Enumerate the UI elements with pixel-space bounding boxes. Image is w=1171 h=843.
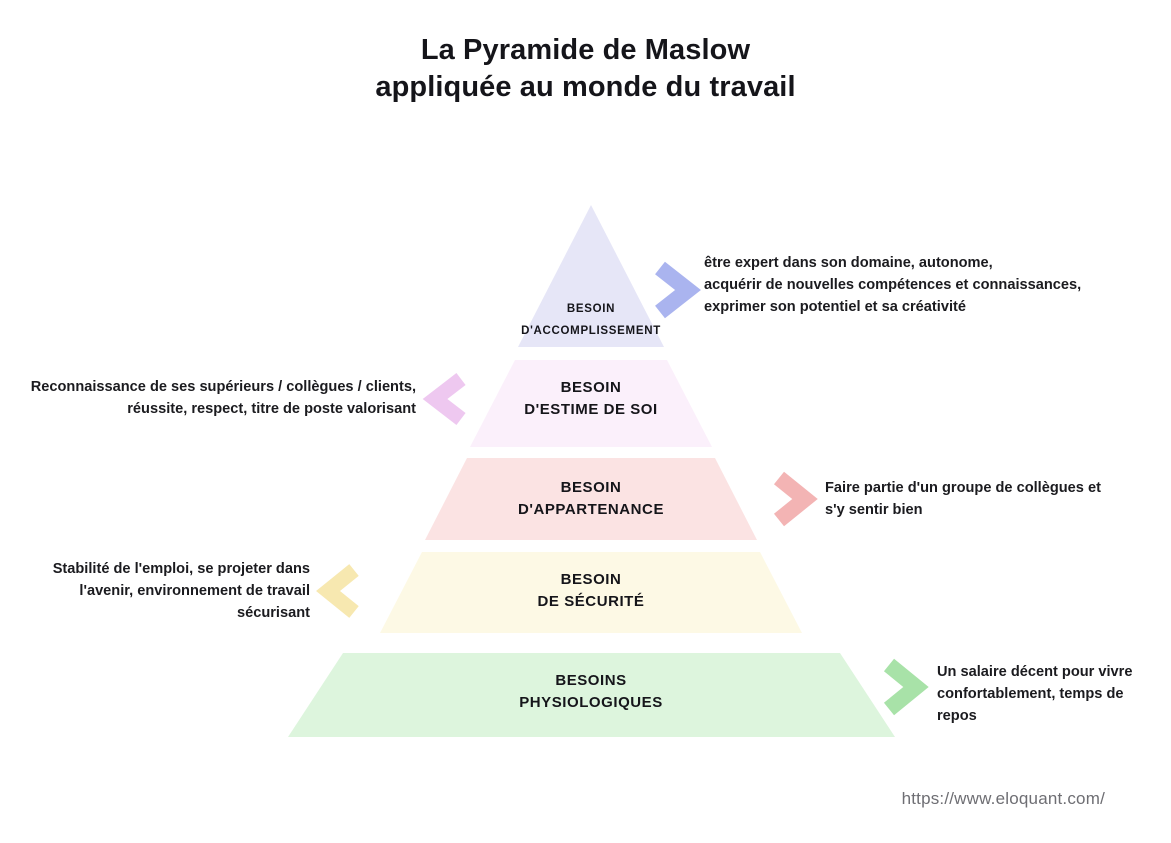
pyramid-tier-5-annotation: Un salaire décent pour vivre confortable…: [937, 661, 1157, 728]
tier-2-annotation-line-2: réussite, respect, titre de poste valori…: [127, 401, 416, 418]
chevron-right-icon-tier-3: [773, 471, 818, 527]
pyramid-tier-4-annotation: Stabilité de l'emploi, se projeter dans …: [8, 558, 310, 625]
chevron-left-icon-tier-4: [316, 564, 359, 618]
pyramid-tier-1-shape: [518, 205, 664, 347]
tier-5-annotation-line-2: confortablement, temps de: [937, 686, 1124, 703]
tier-5-annotation-line-1: Un salaire décent pour vivre: [937, 664, 1133, 680]
pyramid-tier-2-shape: [470, 360, 712, 447]
pyramid-tier-3-shape: [425, 458, 757, 540]
page-title: La Pyramide de Maslow appliquée au monde…: [0, 32, 1171, 106]
pyramid-tier-1-annotation: être expert dans son domaine, autonome, …: [704, 252, 1124, 319]
title-line-2: appliquée au monde du travail: [375, 71, 796, 104]
pyramid-tier-3-annotation: Faire partie d'un groupe de collègues et…: [825, 477, 1145, 521]
chevron-right-icon-tier-1: [655, 261, 701, 319]
chevron-left-icon-tier-2: [422, 373, 466, 425]
tier-2-annotation-line-1: Reconnaissance de ses supérieurs / collè…: [30, 379, 416, 395]
tier-3-annotation-line-2: s'y sentir bien: [825, 502, 923, 519]
tier-4-annotation-line-2: l'avenir, environnement de travail: [79, 583, 310, 600]
tier-4-annotation-line-1: Stabilité de l'emploi, se projeter dans: [52, 561, 310, 577]
pyramid-tier-4-shape: [380, 552, 802, 633]
tier-1-annotation-line-1: être expert dans son domaine, autonome,: [704, 255, 993, 271]
pyramid-tier-5-shape: [288, 653, 895, 737]
tier-4-annotation-line-3: sécurisant: [236, 605, 310, 622]
title-line-1: La Pyramide de Maslow: [420, 34, 751, 66]
tier-1-annotation-line-3: exprimer son potentiel et sa créativité: [704, 299, 966, 316]
pyramid-tier-2-annotation: Reconnaissance de ses supérieurs / collè…: [2, 376, 416, 420]
tier-3-annotation-line-1: Faire partie d'un groupe de collègues et: [825, 480, 1101, 496]
chevron-right-icon-tier-5: [883, 658, 929, 716]
tier-5-annotation-line-3: repos: [937, 708, 977, 725]
source-url-link[interactable]: https://www.eloquant.com/: [901, 789, 1105, 808]
tier-1-annotation-line-2: acquérir de nouvelles compétences et con…: [704, 277, 1082, 294]
